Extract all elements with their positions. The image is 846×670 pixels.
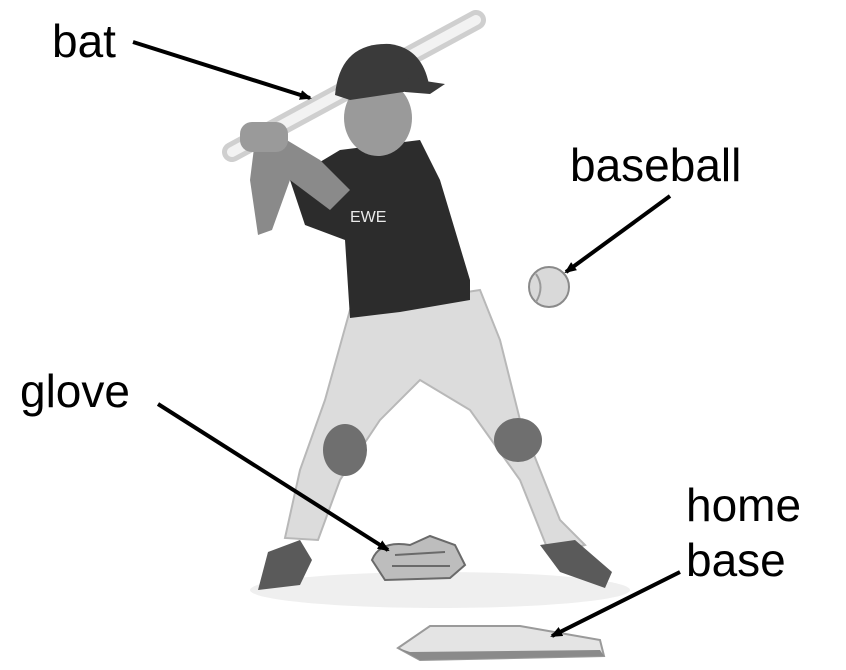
glove-illustration [370, 534, 467, 582]
baseball-illustration [528, 266, 570, 308]
home-base-arrow [550, 570, 681, 638]
bat-arrow [132, 40, 312, 100]
home-plate [396, 625, 606, 662]
bat-label: bat [52, 15, 116, 67]
batter-head [335, 43, 445, 156]
baseball-label: baseball [570, 139, 742, 191]
ground-shadow [250, 572, 630, 608]
batter-pants [283, 288, 587, 557]
home-base-label: home base [686, 478, 801, 588]
home-base-label-line2: base [686, 534, 786, 587]
batter-arms [240, 122, 350, 235]
batter-shoes [258, 540, 612, 590]
home-base-label-line1: home [686, 479, 802, 531]
baseball-arrow [564, 194, 672, 274]
glove-arrow [156, 402, 390, 552]
svg-text:EWE: EWE [350, 209, 386, 226]
glove-label: glove [20, 365, 130, 417]
